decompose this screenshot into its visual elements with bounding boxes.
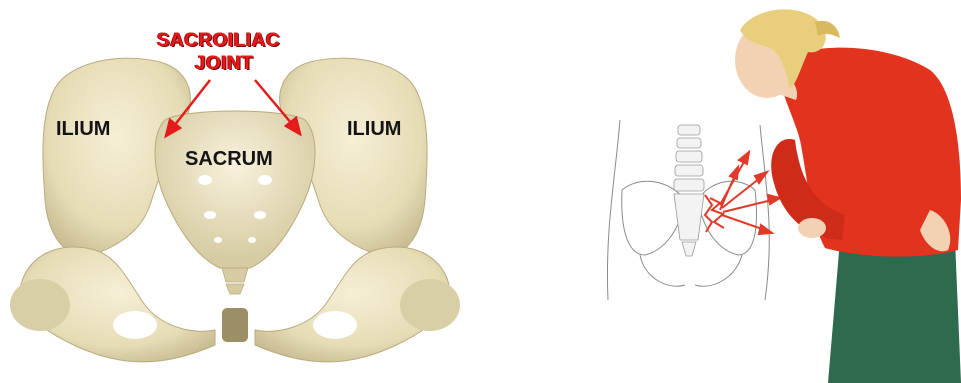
sacral-foramen <box>204 211 216 219</box>
joint-label: JOINT <box>195 53 253 75</box>
back-pain-illustration <box>560 0 961 383</box>
left-obturator-foramen <box>113 311 157 339</box>
pants <box>828 240 961 383</box>
sacral-foramen <box>198 175 212 185</box>
right-obturator-foramen <box>313 311 357 339</box>
sacral-foramen <box>254 211 266 219</box>
sacral-foramen <box>248 237 256 243</box>
pelvis-diagram: SACROILIAC JOINT ILIUM ILIUM SACRUM <box>0 0 470 383</box>
spine-sketch <box>674 125 704 256</box>
sacrum-label: SACRUM <box>185 148 273 171</box>
ilium-right-label: ILIUM <box>347 118 401 141</box>
sacrum-bone <box>155 111 315 268</box>
left-hip-socket <box>10 279 70 331</box>
front-hand <box>798 218 826 238</box>
sacral-foramen <box>214 237 222 243</box>
coccyx-bone <box>222 268 248 294</box>
sacral-foramen <box>258 175 272 185</box>
right-hip-socket <box>400 279 460 331</box>
sacroiliac-label: SACROILIAC <box>157 30 280 52</box>
ilium-left-label: ILIUM <box>56 118 110 141</box>
pubic-symphysis <box>222 308 248 342</box>
